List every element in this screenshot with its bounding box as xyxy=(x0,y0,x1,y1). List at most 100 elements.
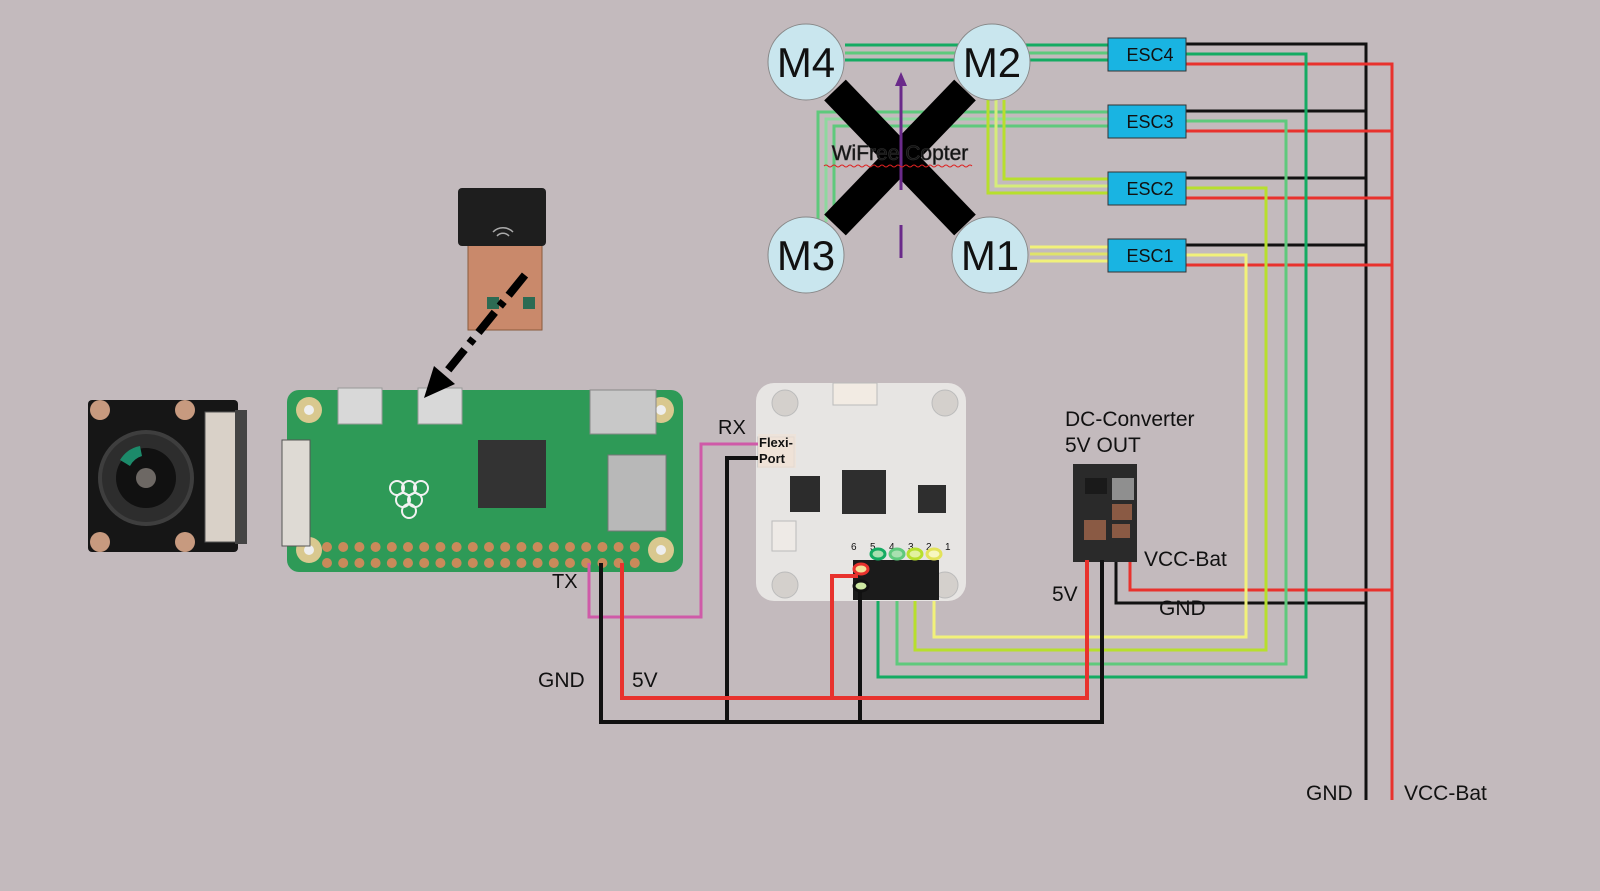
battery-bus xyxy=(1114,42,1394,800)
gpio-pin xyxy=(500,558,511,568)
gpio-header xyxy=(322,542,640,568)
gpio-pin xyxy=(484,558,494,568)
labels: RX TX Flexi- Port DC-Converter 5V OUT VC… xyxy=(538,408,1487,805)
main-5v-wire xyxy=(620,560,1089,700)
m3-esc3-wire xyxy=(832,124,1108,222)
insert-arrow xyxy=(436,272,529,383)
vcc-bus-wire xyxy=(1186,62,1394,800)
hdmi-port xyxy=(589,389,657,435)
gnd-bus-wire xyxy=(1186,42,1368,800)
m2-esc2-wire xyxy=(994,100,1108,188)
pin-label: 1 xyxy=(945,542,951,553)
gpio-pin xyxy=(581,542,592,552)
gpio-pin xyxy=(629,542,640,552)
motor-m3: M3 xyxy=(767,216,845,294)
m3-esc3-wire xyxy=(816,110,1108,222)
gpio-pin xyxy=(386,542,397,552)
dc-converter-title: DC-Converter xyxy=(1065,408,1195,431)
fc-pin-markers xyxy=(852,547,943,593)
gpio-pin xyxy=(435,542,446,552)
battery-vcc-label: VCC-Bat xyxy=(1404,782,1487,805)
dc-converter-subtitle: 5V OUT xyxy=(1065,434,1141,457)
gpio-pin xyxy=(565,542,575,552)
esc-label: ESC1 xyxy=(1126,246,1173,266)
camera-module xyxy=(88,400,247,552)
esc2-signal-wire xyxy=(913,186,1268,652)
gpio-pin xyxy=(338,542,349,552)
pin-marker xyxy=(888,547,906,561)
dc-5v-label: 5V xyxy=(1052,583,1078,606)
usb-port xyxy=(417,387,463,425)
pin-label: 5 xyxy=(870,542,876,553)
camera-connector xyxy=(281,439,311,547)
m3-esc3-wire xyxy=(824,117,1108,222)
gpio-pin xyxy=(419,558,430,568)
flight-controller: 6 5 4 3 2 1 xyxy=(756,382,966,601)
tx-label: TX xyxy=(552,571,578,593)
gpio-pin xyxy=(435,558,446,568)
gpio-pin xyxy=(451,558,462,568)
pi-5v-label: 5V xyxy=(632,669,658,692)
gpio-pin xyxy=(419,542,430,552)
esc-1: ESC1 xyxy=(1107,238,1187,273)
gpio-pin xyxy=(338,558,349,568)
motor-label: M1 xyxy=(961,232,1019,279)
gpio-pin xyxy=(386,558,397,568)
gpio-pin xyxy=(354,542,365,552)
fc-pin-labels: 6 5 4 3 2 1 xyxy=(851,542,951,553)
gpio-pin xyxy=(629,558,640,568)
flexi-port-label-1: Flexi- xyxy=(759,435,793,450)
dc-gnd-wire xyxy=(1114,560,1366,605)
gpio-pin xyxy=(370,558,381,568)
esc4-signal-wire xyxy=(876,52,1308,679)
escs: ESC4 ESC3 ESC2 ESC1 xyxy=(1107,37,1187,273)
gpio-pin xyxy=(484,542,494,552)
copter-frame xyxy=(824,72,976,258)
soc-chip xyxy=(478,440,546,508)
wifi-icon xyxy=(492,227,514,237)
pin-label: 6 xyxy=(851,542,857,553)
gpio-pin xyxy=(613,542,624,552)
esc-label: ESC4 xyxy=(1126,45,1173,65)
gpio-pin xyxy=(322,542,332,552)
gpio-pin xyxy=(565,558,575,568)
motor-label: M2 xyxy=(963,39,1021,86)
esc-2: ESC2 xyxy=(1107,171,1187,206)
motor-m2: M2 xyxy=(953,23,1031,101)
pin-marker xyxy=(852,562,870,576)
sd-card-slot xyxy=(607,454,667,532)
pin-label: 2 xyxy=(926,542,932,553)
pin-label: 3 xyxy=(908,542,914,553)
gpio-pin xyxy=(403,542,413,552)
pin-marker xyxy=(925,547,943,561)
dc-converter xyxy=(1073,464,1137,562)
m2-esc2-wire xyxy=(986,100,1108,195)
gpio-pin xyxy=(548,542,559,552)
dc-vcc-label: VCC-Bat xyxy=(1144,548,1227,571)
gpio-pin xyxy=(467,558,478,568)
motor-label: M4 xyxy=(777,39,835,86)
battery-gnd-label: GND xyxy=(1306,782,1353,805)
dc-gnd-label: GND xyxy=(1159,597,1206,620)
pwr-usb-port xyxy=(337,387,383,425)
flexi-gnd-wire xyxy=(725,456,758,722)
gpio-pin xyxy=(516,558,527,568)
gpio-pin xyxy=(354,558,365,568)
pi-gnd-label: GND xyxy=(538,669,585,692)
insert-arrow-head xyxy=(424,366,455,398)
fc-5v-wire xyxy=(830,574,858,698)
pin-marker xyxy=(906,547,924,561)
motors: M4 M2 M3 M1 xyxy=(767,23,1031,294)
gpio-pin xyxy=(532,558,543,568)
gpio-pin xyxy=(516,542,527,552)
gpio-pin xyxy=(597,542,608,552)
signal-wires xyxy=(876,52,1308,679)
gpio-pin xyxy=(403,558,413,568)
motor-m1: M1 xyxy=(951,216,1029,294)
esc1-signal-wire xyxy=(932,253,1248,639)
gpio-pin xyxy=(370,542,381,552)
gpio-pin xyxy=(322,558,332,568)
pin-label: 4 xyxy=(889,542,895,553)
gpio-pin xyxy=(451,542,462,552)
esc-3: ESC3 xyxy=(1107,104,1187,139)
